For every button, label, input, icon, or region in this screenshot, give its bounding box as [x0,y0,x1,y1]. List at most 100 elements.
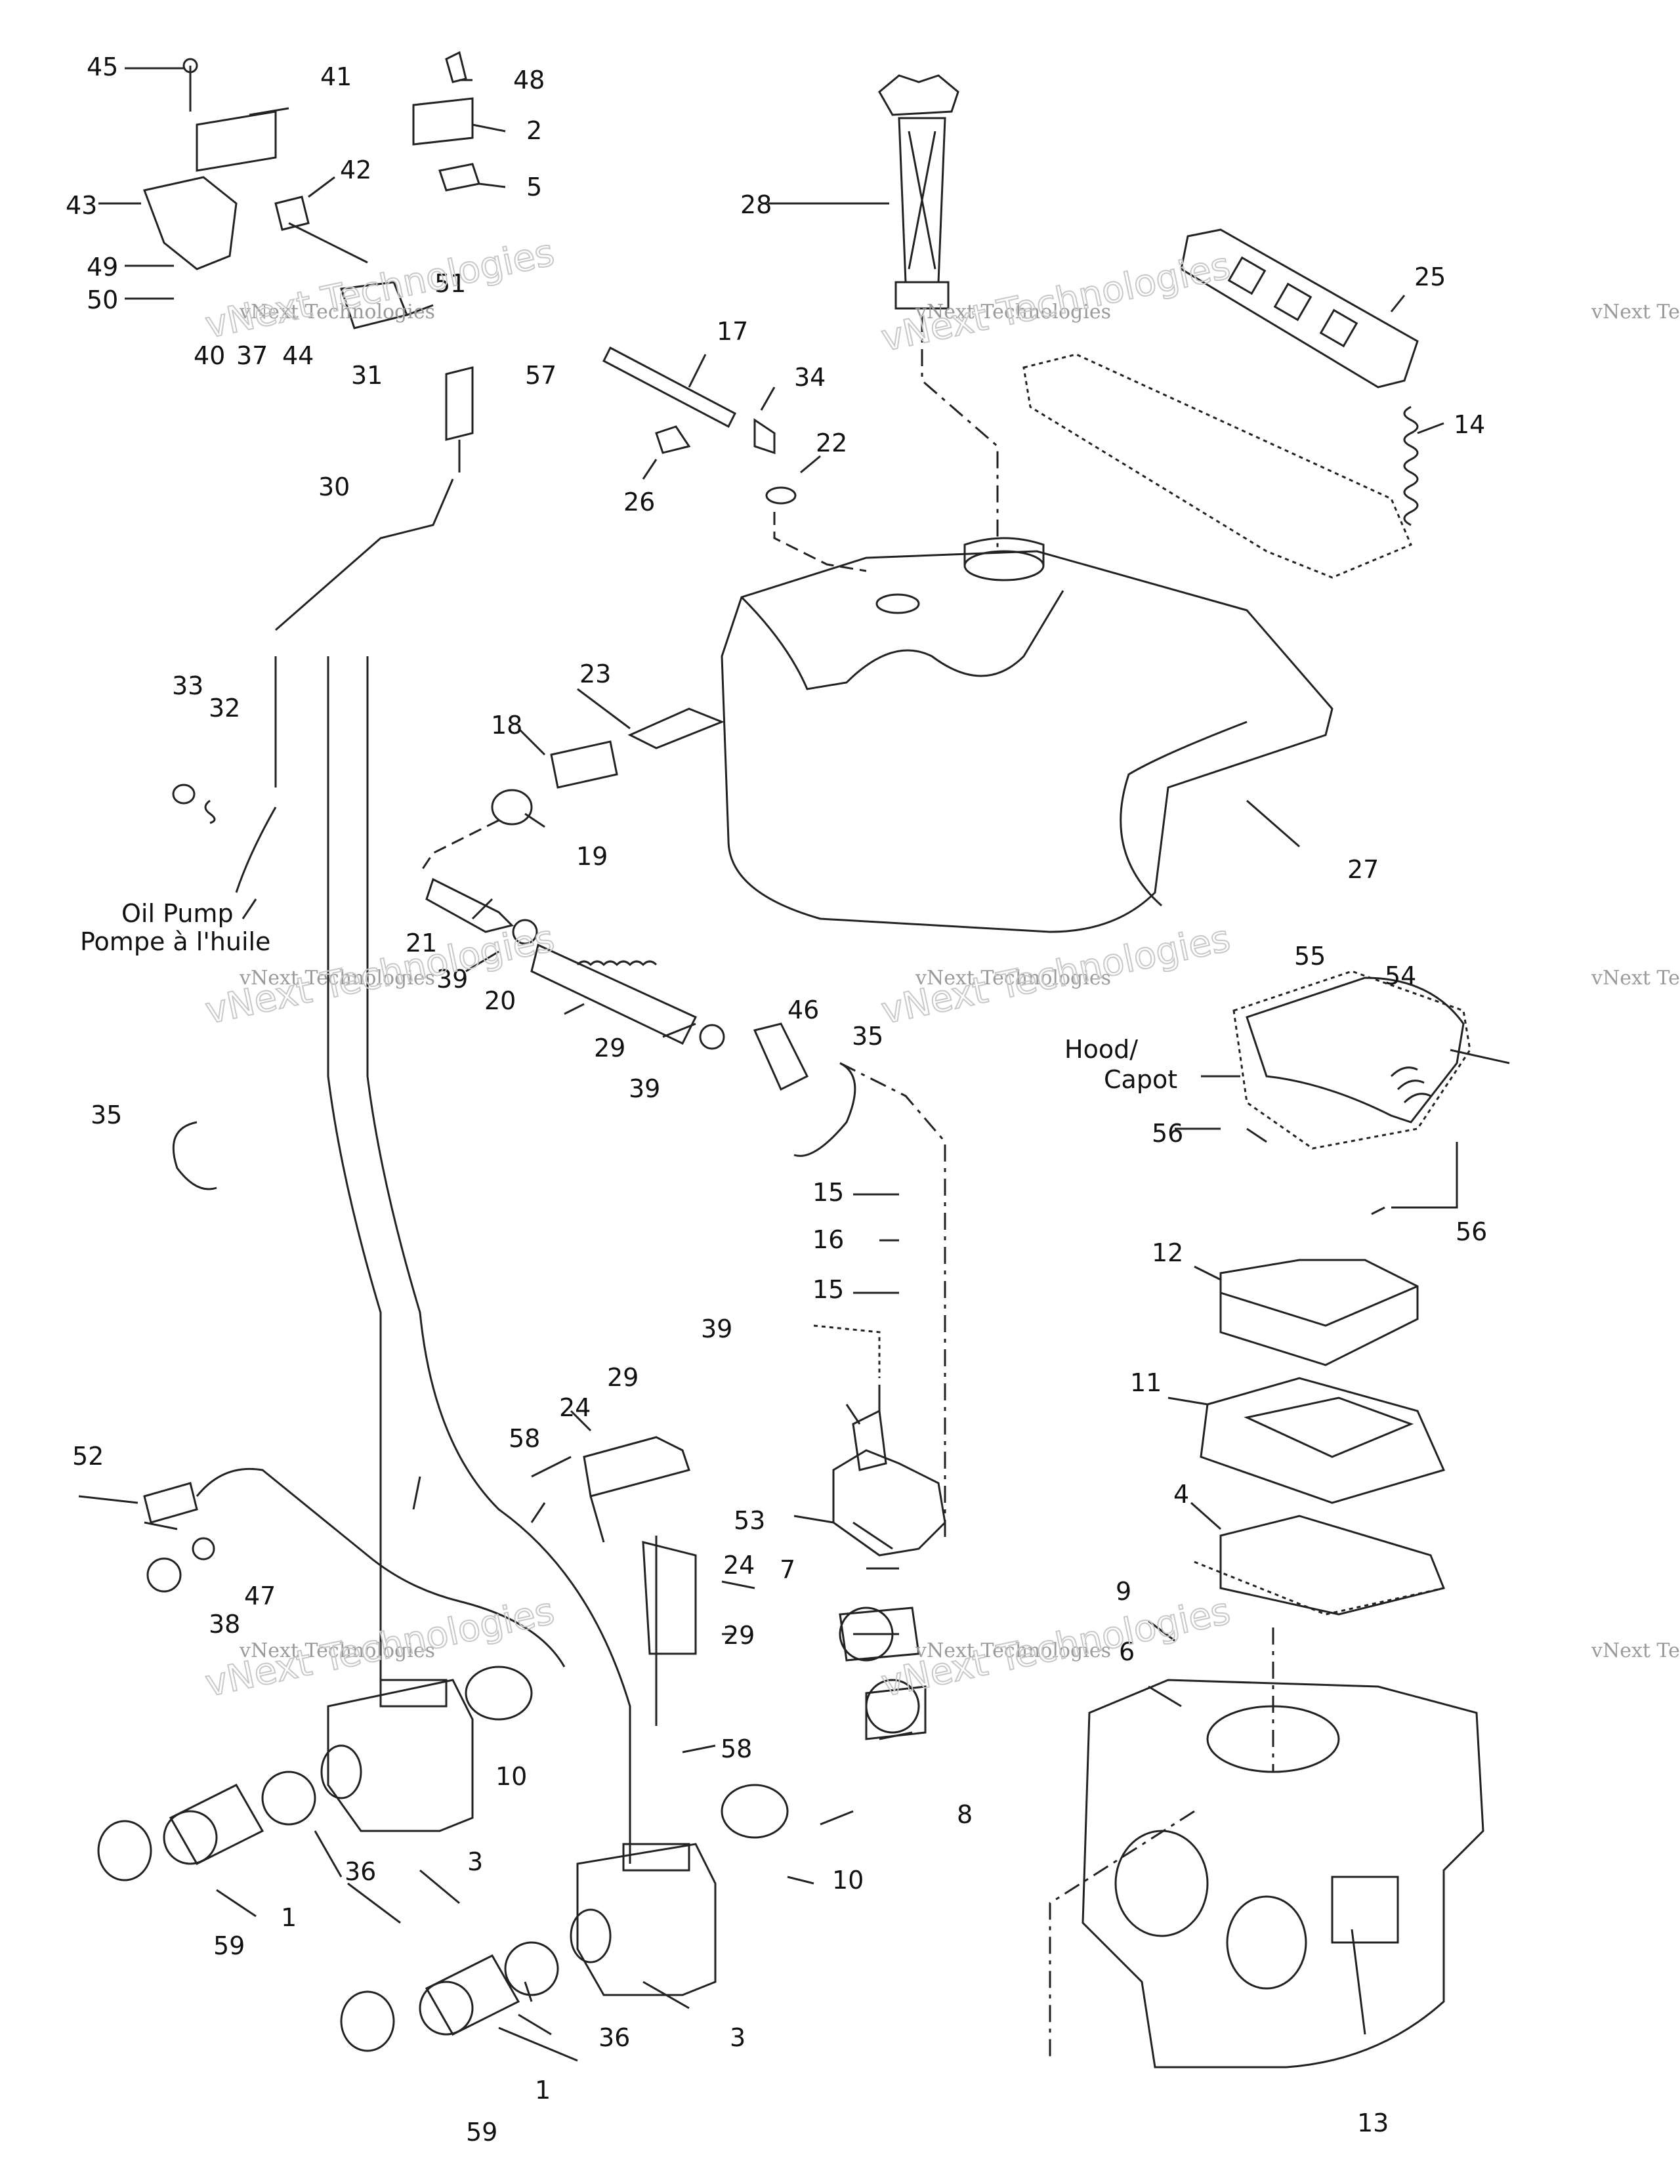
strap [1022,228,1419,579]
callout-35: 35 [852,1022,883,1051]
callout-36: 36 [598,2023,630,2052]
callout-33: 33 [172,671,203,700]
oil-pump-caption-fr: Pompe à l'huile [80,927,270,956]
watermark-text: vNext Technologies [239,301,435,324]
callout-52: 52 [72,1442,104,1471]
callout-39: 39 [629,1074,660,1103]
watermark-text: vNext Technologies [1591,1639,1680,1662]
callout-1: 1 [535,2076,551,2105]
spring [1403,406,1419,526]
watermark-text: vNext Technologies [915,967,1111,990]
callout-23: 23 [579,660,611,688]
callout-29: 29 [607,1363,639,1392]
callout-45: 45 [87,52,118,81]
callout-42: 42 [340,156,371,184]
callout-39: 39 [701,1314,732,1343]
callout-48: 48 [513,66,545,94]
callout-2: 2 [526,116,542,145]
watermark-text: vNext Technologies [1591,967,1680,990]
callout-16: 16 [812,1225,844,1254]
callout-4: 53 [734,1506,765,1535]
callout-11: 11 [1130,1368,1162,1397]
callout-17: 17 [717,317,748,346]
callout-49: 49 [87,253,118,282]
callout-39: 39 [436,965,468,994]
callout-9: 9 [1116,1577,1131,1606]
watermark: vNext Technologies vNext Technologies vN… [201,231,1680,1706]
callout-28: 28 [740,190,772,219]
callout-12: 12 [1152,1238,1183,1267]
callout-35: 35 [91,1101,122,1129]
callout-25: 25 [1414,262,1446,291]
watermark-text: vNext Technologies [1591,301,1680,324]
callout-31: 31 [351,361,383,390]
callout-32: 32 [209,694,240,723]
vent-line [602,346,736,429]
callout-58: 58 [721,1734,752,1763]
callout-1: 1 [281,1903,297,1932]
callout-21: 21 [406,929,437,957]
callout-29: 29 [723,1621,755,1650]
callout-10: 10 [495,1762,527,1791]
callout-8: 8 [957,1800,973,1829]
hood-caption-fr: Capot [1104,1065,1177,1094]
callout-46: 46 [788,996,819,1024]
callout-43: 43 [66,191,97,220]
callout-44: 44 [282,341,314,370]
callout-19: 19 [576,842,608,871]
callout-18: 18 [491,711,522,740]
callout-50: 50 [87,285,118,314]
callout-59: 59 [466,2118,497,2147]
callout-38: 38 [209,1610,240,1639]
fuel-hose [530,943,698,1045]
intake-silencer [1082,1628,1484,2068]
callout-36: 36 [345,1857,376,1886]
callout-13: 13 [1357,2109,1389,2137]
watermark-text: vNext Technologies [201,232,558,347]
fuel-gauge [878,74,999,551]
hood-caption-en: Hood/ [1064,1035,1138,1064]
throttle-cable [327,788,382,1693]
callout-14: 14 [1454,410,1485,439]
oil-pump-caption-en: Oil Pump [121,899,234,928]
callout-26: 26 [623,488,655,516]
callout-20: 20 [484,986,516,1015]
carburetor-right [570,1843,717,1996]
callout-56: 56 [1152,1119,1183,1148]
callout-3: 3 [467,1847,483,1876]
fuel-pump [832,1385,946,1557]
air-filter [1219,1259,1419,1366]
callout-30: 30 [318,472,350,501]
callout-55: 55 [1294,942,1326,971]
callout-41: 41 [320,62,352,91]
callout-22: 22 [816,429,847,457]
callout-37: 37 [236,341,268,370]
callout-53: 7 [780,1555,795,1584]
callout-7: 4 [1173,1480,1189,1509]
callout-24: 24 [559,1393,591,1422]
watermark-text: vNext Technologies [915,301,1111,324]
fuel-tank [721,537,1334,933]
watermark-text: vNext Technologies [239,967,435,990]
callout-59: 59 [213,1931,245,1960]
callout-58: 58 [509,1424,540,1453]
watermark-text: vNext Technologies [915,1639,1111,1662]
callout-34: 34 [794,363,826,392]
callout-47: 47 [244,1582,276,1610]
callout-15: 15 [812,1275,844,1304]
callout-56: 56 [1456,1217,1487,1246]
callout-5: 5 [526,173,542,201]
callout-27: 27 [1347,855,1379,884]
callout-6: 6 [1119,1637,1135,1666]
hood [1232,970,1471,1150]
callout-3: 3 [730,2023,746,2052]
callout-29: 29 [594,1034,625,1062]
callout-10: 10 [832,1866,864,1895]
callout-15: 15 [812,1178,844,1207]
callout-24: 24 [723,1551,755,1580]
callout-54: 54 [1385,961,1416,990]
callout-57: 57 [525,361,556,390]
callout-40: 40 [194,341,225,370]
